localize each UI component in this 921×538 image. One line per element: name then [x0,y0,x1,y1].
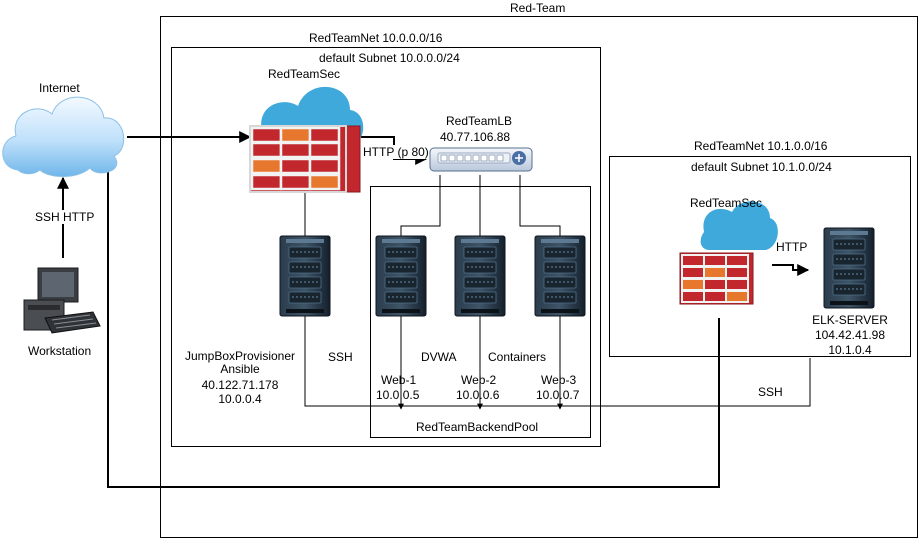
workstation-label: Workstation [28,344,92,358]
internet-label: Internet [39,81,80,95]
vnet1-subnet-box [171,47,601,447]
jumpbox-public-ip: 40.122.71.178 [201,378,279,392]
elk-server-icon [823,227,875,309]
elk-name: ELK-SERVER [812,313,888,327]
elk-http-link [772,264,810,276]
load-balancer-icon [429,147,533,172]
web1-name: Web-1 [381,373,417,387]
firewall-icon-vnet1 [249,86,364,193]
web1-ip: 10.0.0.5 [376,388,420,402]
lb-to-web3-link [519,175,561,236]
web3-ip: 10.0.0.7 [536,388,580,402]
internet-to-elk-firewall-link [107,166,720,488]
connections [57,131,810,488]
web3-name: Web-3 [541,373,577,387]
elk-http-label: HTTP [776,240,808,254]
ssh-peer-label: SSH [758,385,783,399]
jumpbox-private-ip: 10.0.0.4 [218,392,262,406]
web2-name: Web-2 [461,373,497,387]
vnet2-subnet-label: default Subnet 10.1.0.0/24 [691,160,832,174]
lb-to-web1-link [400,175,441,236]
dvwa-label: DVWA [421,350,457,364]
internal-links [304,175,811,410]
web1-server-icon [375,235,427,317]
web2-server-icon [454,235,506,317]
backend-pool-label: RedTeamBackendPool [416,420,539,434]
internet-cloud-icon [2,96,125,177]
elk-public-ip: 104.42.41.98 [814,328,886,342]
vnet1-subnet-label: default Subnet 10.0.0.0/24 [319,51,460,65]
http-port-label: HTTP (p 80) [363,145,429,159]
lb-ip: 40.77.106.88 [440,130,511,144]
lb-name: RedTeamLB [446,114,513,128]
red-team-title: Red-Team [510,1,566,15]
vnet1-name: RedTeamNet 10.0.0.0/16 [309,31,443,45]
jumpbox-name: JumpBoxProvisioner [184,349,296,363]
containers-label: Containers [488,350,547,364]
vnet2-subnet-box [609,156,911,357]
workstation-icon [23,267,101,334]
jumpbox-server-icon [279,235,331,317]
jumpbox-ssh-label: SSH [328,350,353,364]
firewall-label-vnet1: RedTeamSec [268,67,341,81]
jumpbox-role: Ansible [220,362,260,376]
web3-server-icon [534,235,586,317]
elk-private-ip: 10.1.0.4 [828,343,872,357]
vnet2-name: RedTeamNet 10.1.0.0/16 [694,139,828,153]
ssh-http-label: SSH HTTP [35,210,95,224]
firewall-icon-vnet2 [679,201,778,305]
web2-ip: 10.0.0.6 [456,388,500,402]
firewall-label-vnet2: RedTeamSec [690,196,763,210]
